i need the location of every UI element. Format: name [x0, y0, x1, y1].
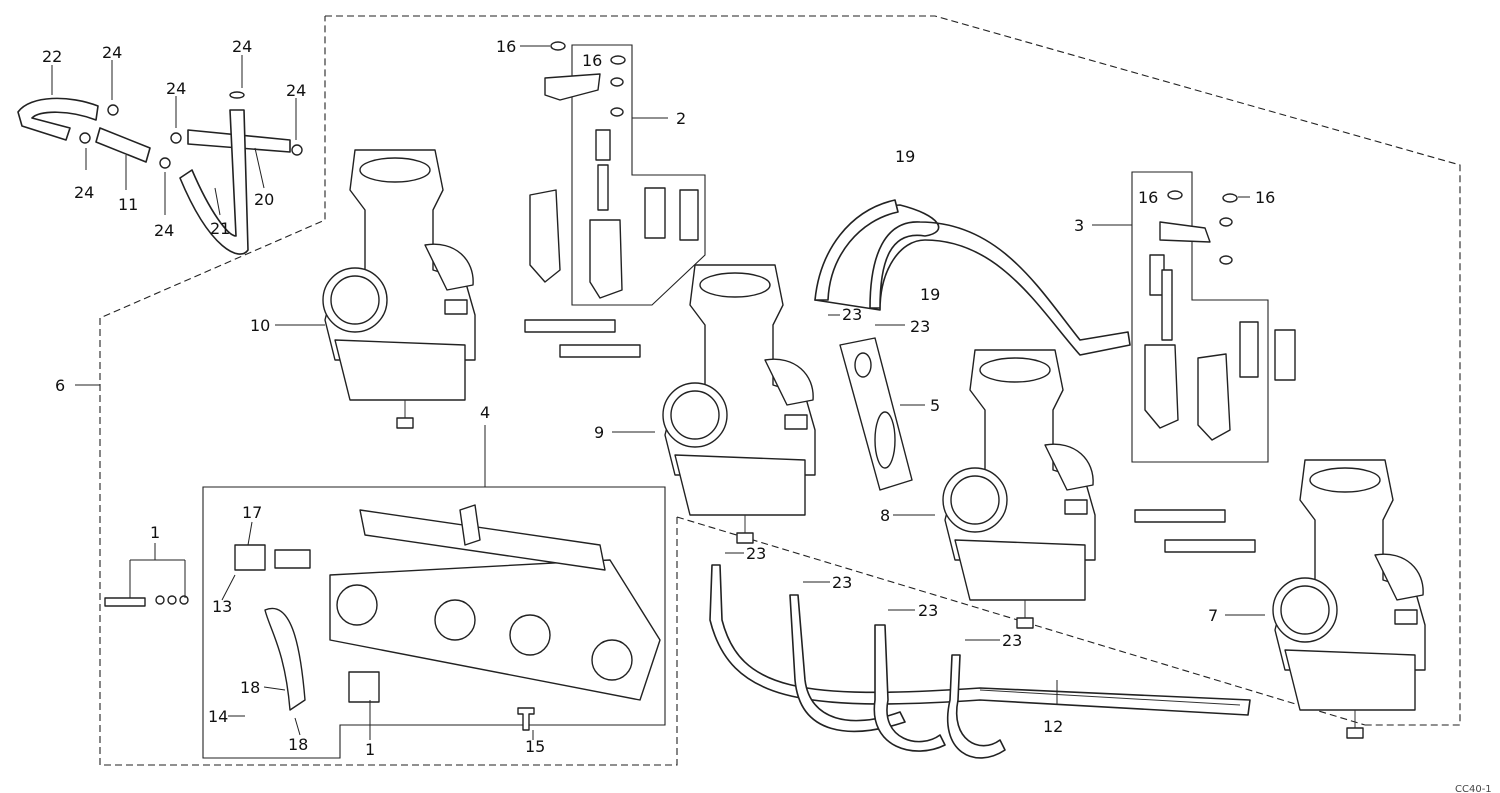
callout-23: 23: [832, 573, 852, 592]
callout-7: 7: [1208, 606, 1218, 625]
callout-12: 12: [1043, 717, 1063, 736]
callout-24: 24: [232, 37, 252, 56]
callout-5: 5: [930, 396, 940, 415]
callout-16: 16: [1138, 188, 1158, 207]
callout-16: 16: [1255, 188, 1275, 207]
callout-19: 19: [895, 147, 915, 166]
callout-3: 3: [1074, 216, 1084, 235]
callout-24: 24: [166, 79, 186, 98]
callout-23: 23: [918, 601, 938, 620]
footer-code: CC40-1: [1455, 784, 1492, 793]
hose-19: [814, 199, 1131, 356]
callout-11: 11: [118, 195, 138, 214]
callout-23: 23: [1002, 631, 1022, 650]
callout-18: 18: [288, 735, 308, 754]
callout-21: 21: [210, 219, 230, 238]
carburetor-8: [942, 349, 1096, 629]
callout-20: 20: [254, 190, 274, 209]
callout-16: 16: [582, 51, 602, 70]
callout-22: 22: [42, 47, 62, 66]
fitting-group-center: [524, 319, 1256, 553]
callout-19: 19: [920, 285, 940, 304]
carburetor-7: [1272, 459, 1426, 739]
callout-14: 14: [208, 707, 228, 726]
callout-18: 18: [240, 678, 260, 697]
callout-16: 16: [496, 37, 516, 56]
callout-13: 13: [212, 597, 232, 616]
callout-24: 24: [286, 81, 306, 100]
carburetor-10: [322, 149, 476, 429]
leader-lines: [51, 45, 1265, 740]
linkage-frame-4: [202, 486, 666, 759]
callout-9: 9: [594, 423, 604, 442]
callout-2: 2: [676, 109, 686, 128]
parts-kit-2: [529, 41, 699, 299]
callout-6: 6: [55, 376, 65, 395]
parts-kit-frame-3: [1131, 171, 1269, 463]
callout-10: 10: [250, 316, 270, 335]
callout-1: 1: [365, 740, 375, 759]
assembly-boundary: [99, 15, 1461, 766]
callout-23: 23: [910, 317, 930, 336]
carburetor-9: [662, 264, 816, 544]
callout-17: 17: [242, 503, 262, 522]
screw-15: [517, 707, 535, 731]
hose-12: [709, 564, 1251, 759]
hose-group: [17, 91, 303, 255]
callout-23: 23: [746, 544, 766, 563]
callout-24: 24: [154, 221, 174, 240]
callout-24: 24: [102, 43, 122, 62]
throttle-linkage-4: [234, 504, 661, 711]
fitting-group-1: [104, 595, 189, 607]
callout-1: 1: [150, 523, 160, 542]
callout-labels: 22 24 24 24 24 24 11 24 21 20 16 16 2 19…: [42, 37, 1492, 793]
callout-8: 8: [880, 506, 890, 525]
gasket-5: [839, 337, 913, 491]
callout-24: 24: [74, 183, 94, 202]
parts-kit-3: [1144, 190, 1296, 441]
parts-kit-frame-2: [571, 44, 706, 306]
callout-4: 4: [480, 403, 490, 422]
callout-23: 23: [842, 305, 862, 324]
callout-15: 15: [525, 737, 545, 756]
